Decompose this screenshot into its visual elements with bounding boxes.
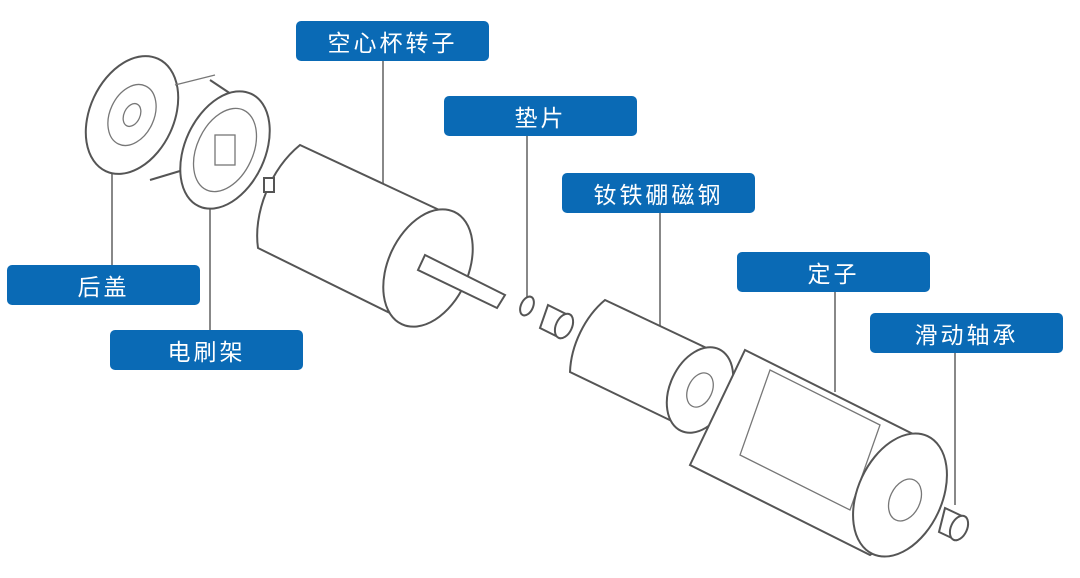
- label-rotor: 空心杯转子: [296, 21, 489, 61]
- label-rear-cover: 后盖: [7, 265, 200, 305]
- label-magnet: 钕铁硼磁钢: [562, 173, 755, 213]
- bushing-part: [538, 303, 575, 340]
- washer-part: [519, 295, 535, 317]
- label-bearing: 滑动轴承: [870, 313, 1063, 353]
- label-brush-holder: 电刷架: [110, 330, 303, 370]
- label-stator: 定子: [737, 252, 930, 292]
- label-washer: 垫片: [444, 96, 637, 136]
- rotor-part: [256, 143, 507, 328]
- stator-part: [688, 348, 948, 558]
- leader-lines: [111, 61, 956, 505]
- brush-holder-part: [149, 79, 271, 210]
- bearing-part: [937, 506, 970, 542]
- rear-cover-part: [84, 55, 216, 175]
